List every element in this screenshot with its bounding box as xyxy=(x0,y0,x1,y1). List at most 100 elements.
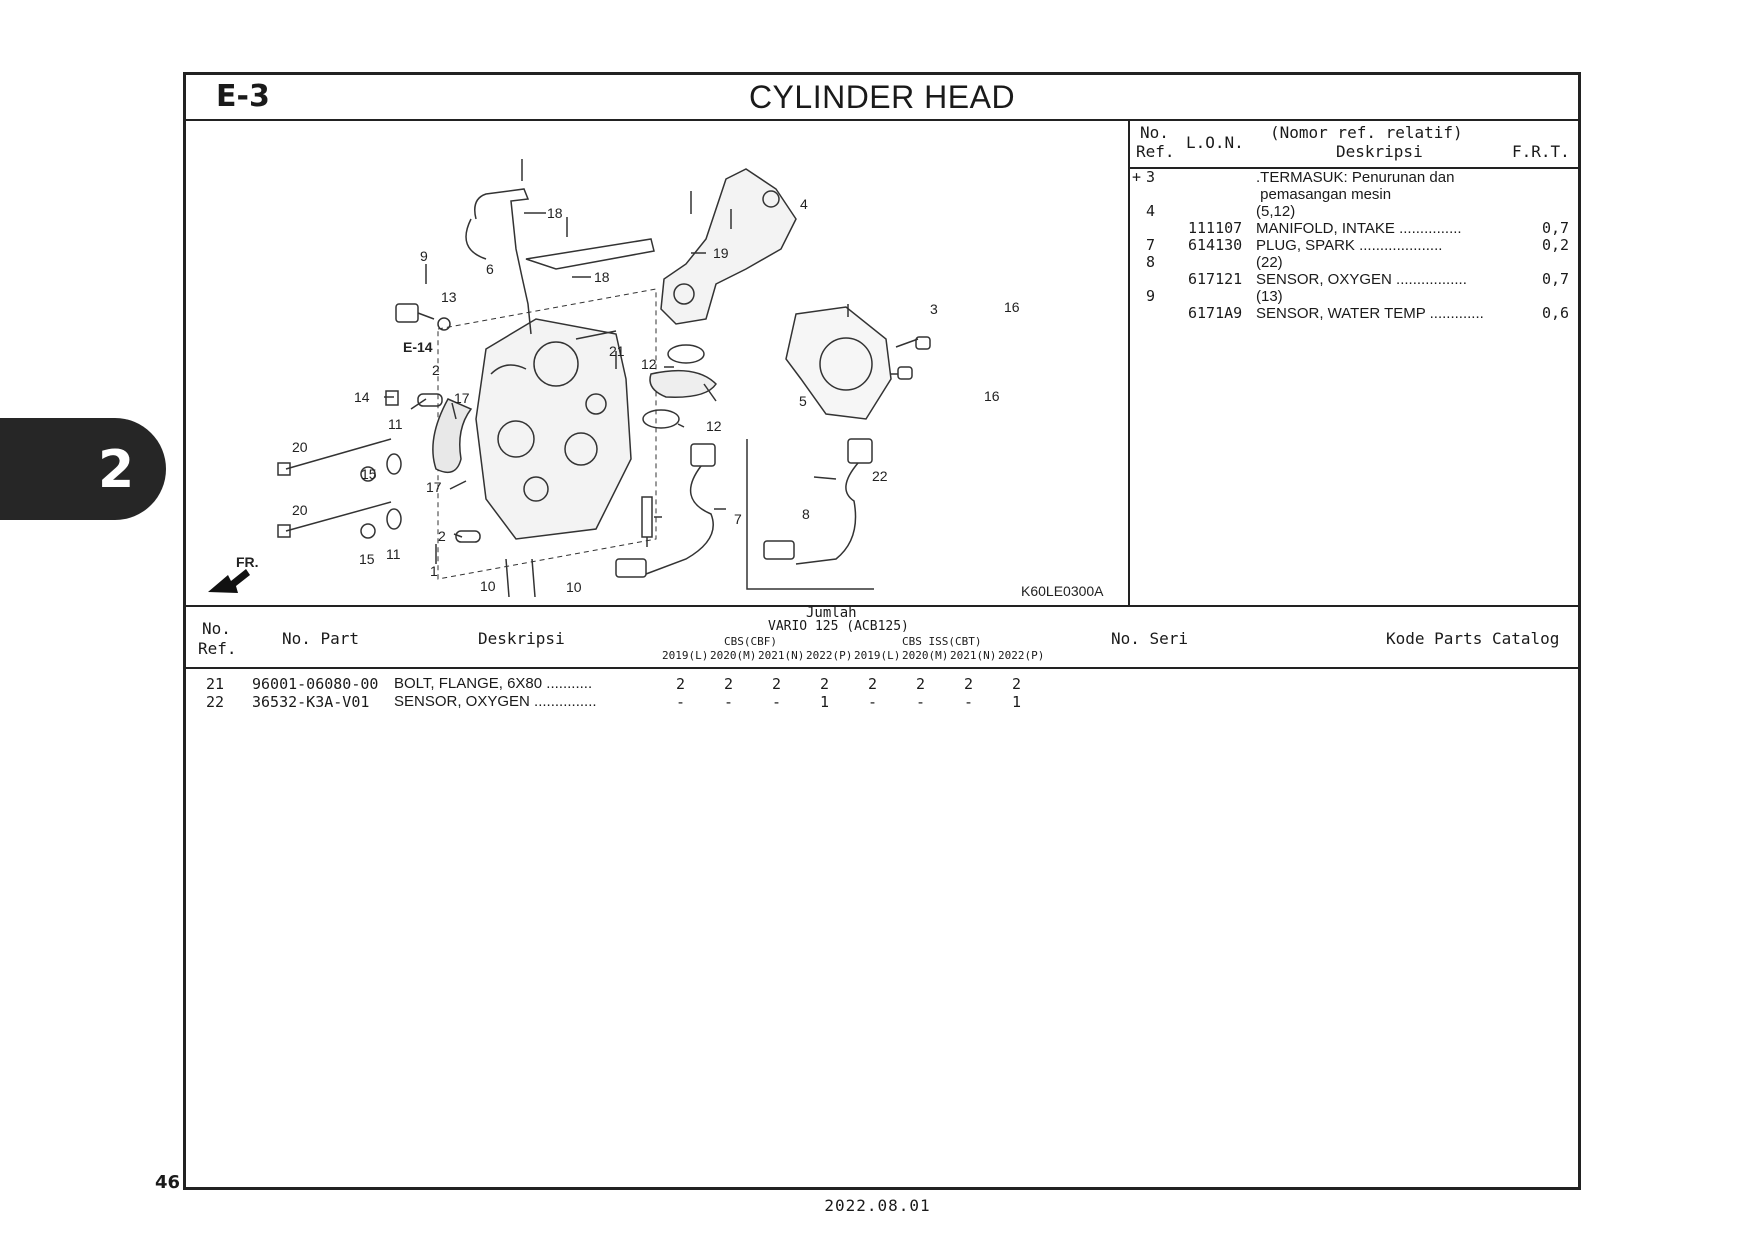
callout: 20 xyxy=(292,502,308,518)
parts-serial-header: No. Seri xyxy=(1111,629,1189,648)
ref-row-frt: 0,7 xyxy=(1542,219,1570,237)
parts-year-header: 2019(L) xyxy=(854,649,901,662)
ref-desc-header: Deskripsi xyxy=(1336,142,1423,161)
part-qty: - xyxy=(724,693,734,711)
parts-year-header: 2022(P) xyxy=(998,649,1045,662)
ref-row: 6171A9 SENSOR, WATER TEMP ............. … xyxy=(1130,304,1578,323)
parts-part-header: No. Part xyxy=(282,629,360,648)
part-qty: 2 xyxy=(724,675,734,693)
callout: 4 xyxy=(800,196,808,212)
ref-row: 111107 MANIFOLD, INTAKE ............... … xyxy=(1130,219,1578,238)
ref-row-desc: (22) xyxy=(1256,254,1283,271)
parts-year-header: 2022(P) xyxy=(806,649,853,662)
ref-row-desc: PLUG, SPARK .................... xyxy=(1256,237,1443,254)
callout: 15 xyxy=(361,466,377,482)
part-number: 96001-06080-00 xyxy=(252,675,379,693)
section-code: E-3 xyxy=(216,79,270,114)
part-qty: 2 xyxy=(676,675,686,693)
ref-lon-header: L.O.N. xyxy=(1186,133,1244,152)
diagram-code: K60LE0300A xyxy=(1021,583,1104,599)
parts-desc-header: Deskripsi xyxy=(478,629,565,648)
ref-row-mark: + xyxy=(1132,168,1142,186)
parts-year-header: 2021(N) xyxy=(758,649,805,662)
ref-row: pemasangan mesin xyxy=(1130,186,1578,203)
ref-row-frt: 0,2 xyxy=(1542,236,1570,254)
parts-year-header: 2020(M) xyxy=(710,649,757,662)
parts-model-header: VARIO 125 (ACB125) xyxy=(768,619,909,634)
ref-row-desc: (13) xyxy=(1256,288,1283,305)
callout: 9 xyxy=(420,248,428,264)
ref-row-frt: 0,7 xyxy=(1542,270,1570,288)
ref-row-ref: 9 xyxy=(1146,287,1156,305)
callout: 12 xyxy=(641,356,657,372)
page-title: CYLINDER HEAD xyxy=(748,79,1016,115)
publication-date: 2022.08.01 xyxy=(824,1196,931,1215)
callout: 3 xyxy=(930,301,938,317)
ref-row-ref: 3 xyxy=(1146,168,1156,186)
part-qty: 2 xyxy=(820,675,830,693)
parts-group1-header: CBS(CBF) xyxy=(724,635,777,648)
part-qty: 1 xyxy=(820,693,830,711)
callout: 18 xyxy=(547,205,563,221)
table-row: 22 36532-K3A-V01 SENSOR, OXYGEN ........… xyxy=(186,693,1578,711)
ref-row-ref: 7 xyxy=(1146,236,1156,254)
callout: 13 xyxy=(441,289,457,305)
reference-table-header: No. Ref. L.O.N. (Nomor ref. relatif) Des… xyxy=(1130,119,1578,169)
callout: 21 xyxy=(609,343,625,359)
exploded-diagram: FR. E-14 K60LE0300A 1 2 2 3 4 5 6 7 8 9 … xyxy=(186,119,1130,605)
ref-e14-label: E-14 xyxy=(403,339,433,355)
ref-row: 9 (13) xyxy=(1130,287,1578,306)
callout: 7 xyxy=(734,511,742,527)
ref-row-desc: SENSOR, WATER TEMP ............. xyxy=(1256,305,1484,322)
page-number: 46 xyxy=(155,1172,181,1193)
direction-label: FR. xyxy=(236,554,259,570)
ref-row-lon: 6171A9 xyxy=(1188,304,1243,322)
callout: 8 xyxy=(802,506,810,522)
table-row: 21 96001-06080-00 BOLT, FLANGE, 6X80 ...… xyxy=(186,675,1578,693)
reference-table-body: + 3 .TERMASUK: Penurunan dan pemasangan … xyxy=(1130,168,1578,323)
ref-frt-header: F.R.T. xyxy=(1512,142,1570,161)
callout: 10 xyxy=(566,579,582,595)
callout: 12 xyxy=(706,418,722,434)
ref-row: 7 614130 PLUG, SPARK ...................… xyxy=(1130,236,1578,255)
ref-row: 8 (22) xyxy=(1130,254,1578,272)
ref-row-lon: 617121 xyxy=(1188,270,1243,288)
callout: 5 xyxy=(799,393,807,409)
front-arrow-icon xyxy=(208,569,250,593)
part-qty: 2 xyxy=(1012,675,1022,693)
part-qty: - xyxy=(868,693,878,711)
part-ref: 21 xyxy=(206,675,225,693)
ref-row-desc: .TERMASUK: Penurunan dan xyxy=(1256,169,1455,186)
part-desc: SENSOR, OXYGEN ............... xyxy=(394,693,597,710)
section-side-tab-number: 2 xyxy=(98,440,135,500)
callout: 16 xyxy=(1004,299,1020,315)
parts-year-header: 2019(L) xyxy=(662,649,709,662)
reference-panel: No. Ref. L.O.N. (Nomor ref. relatif) Des… xyxy=(1130,119,1578,605)
part-qty: 1 xyxy=(1012,693,1022,711)
part-qty: 2 xyxy=(964,675,974,693)
ref-row-ref: 4 xyxy=(1146,202,1156,220)
callout: 6 xyxy=(486,261,494,277)
parts-year-header: 2020(M) xyxy=(902,649,949,662)
part-qty: 2 xyxy=(772,675,782,693)
part-qty: 2 xyxy=(868,675,878,693)
parts-group2-header: CBS ISS(CBT) xyxy=(902,635,982,648)
callout: 14 xyxy=(354,389,370,405)
callout: 11 xyxy=(388,416,403,432)
callout: 18 xyxy=(594,269,610,285)
callout: 15 xyxy=(359,551,375,567)
callout: 1 xyxy=(430,563,438,579)
ref-row-desc: MANIFOLD, INTAKE ............... xyxy=(1256,220,1462,237)
parts-table-body: 21 96001-06080-00 BOLT, FLANGE, 6X80 ...… xyxy=(186,675,1578,711)
cylinder-head-drawing: FR. E-14 K60LE0300A 1 2 2 3 4 5 6 7 8 9 … xyxy=(208,159,1104,599)
callout: 19 xyxy=(713,245,729,261)
parts-year-header: 2021(N) xyxy=(950,649,997,662)
part-qty: - xyxy=(772,693,782,711)
ref-no-header: No. xyxy=(1140,123,1169,142)
parts-ref-header: Ref. xyxy=(198,639,237,658)
part-qty: - xyxy=(964,693,974,711)
title-bar: E-3 CYLINDER HEAD xyxy=(186,75,1578,121)
callout: 17 xyxy=(454,390,470,406)
ref-ref-header: Ref. xyxy=(1136,142,1175,161)
parts-qty-header: Jumlah xyxy=(806,605,857,621)
